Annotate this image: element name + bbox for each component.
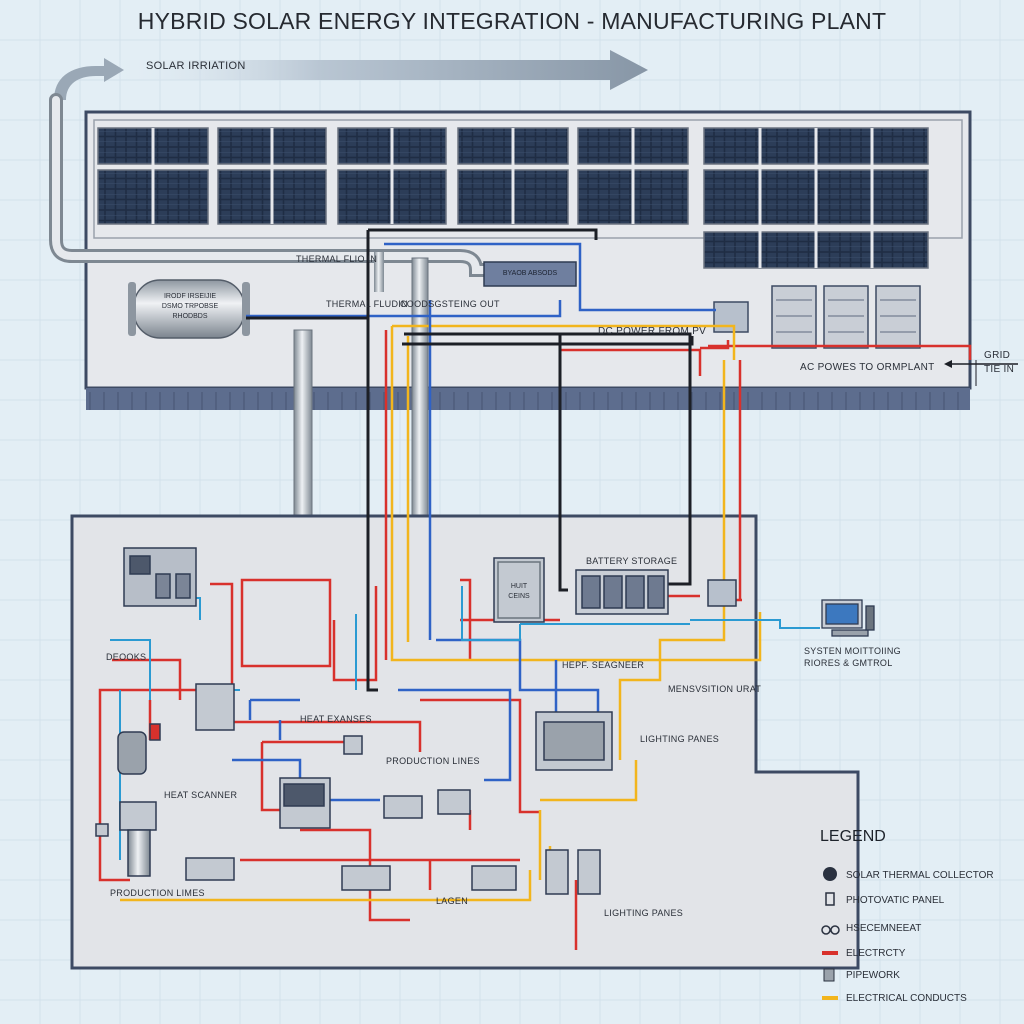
panel-dividers xyxy=(151,128,874,268)
label-production-lines-1: PRODUCTION LINES xyxy=(386,756,480,766)
label-lagen: LAGEN xyxy=(436,896,469,906)
battery-storage xyxy=(575,569,737,615)
plant-floor xyxy=(70,514,860,970)
legend-item: PHOTOVATIC PANEL xyxy=(822,891,944,909)
legend-title: LEGEND xyxy=(820,828,886,845)
label-coolant-out: COODSGSTEING OUT xyxy=(400,299,500,309)
legend-item: PIPEWORK xyxy=(822,966,900,984)
label-grid: GRID xyxy=(984,350,1011,361)
legend-label: SOLAR THERMAL COLLECTOR xyxy=(846,869,994,881)
pipework-icon xyxy=(823,968,835,982)
label-lighting-panes-2: LIGHTING PANES xyxy=(604,908,684,918)
legend-label: HSECEMNEEAT xyxy=(846,922,922,934)
electrical-conduct-line xyxy=(822,996,838,1000)
label-battery-storage: BATTERY STORAGE xyxy=(586,556,678,566)
process-equipment xyxy=(95,683,613,895)
tank-text-3: RHODBDS xyxy=(172,313,208,320)
label-ac-power: AC POWES TO ORMPLANT xyxy=(800,362,935,373)
solar-irradiation-arrow xyxy=(54,50,648,100)
label-system-monitoring-2: RIORES & GMTROL xyxy=(804,658,893,668)
legend-item: SOLAR THERMAL COLLECTOR xyxy=(822,866,994,884)
legend-item: ELECTRICAL CONDUCTS xyxy=(822,989,967,1007)
label-heat-scanner: HEAT SCANNER xyxy=(164,790,238,800)
legend-item: ELECTRCTY xyxy=(822,944,905,962)
label-thermal-fluid: THERMAL FLUDIN xyxy=(326,299,408,309)
heat-box-text-2: CEINS xyxy=(508,593,530,600)
legend-item: HSECEMNEEAT xyxy=(822,919,921,937)
control-cabinet xyxy=(123,547,197,607)
tank-text-2: DSMO TRPOBSE xyxy=(161,303,219,310)
thermal-storage-tank xyxy=(128,279,250,339)
label-system-monitoring-1: SYSTEN MOITTOIING xyxy=(804,646,901,656)
label-production-lines-2: PRODUCTION LIMES xyxy=(110,888,205,898)
label-tie-in: TIE IN xyxy=(984,364,1015,375)
header-box-text: BYAOB ABSODS xyxy=(502,270,558,277)
label-heat-exanses: HEAT EXANSES xyxy=(300,714,372,724)
monitoring-station xyxy=(821,599,875,637)
legend-label: ELECTRCTY xyxy=(846,947,906,959)
page-title: HYBRID SOLAR ENERGY INTEGRATION - MANUFA… xyxy=(137,8,887,34)
heat-box-text-1: HUIT xyxy=(510,583,528,590)
solar-thermal-collector-icon xyxy=(823,867,837,881)
label-solar-irriation: SOLAR IRRIATION xyxy=(146,60,246,72)
label-thermal-flo-in: THERMAL FLIO IN xyxy=(296,254,378,264)
photovoltaic-panel-icon xyxy=(825,892,835,906)
legend-label: PIPEWORK xyxy=(846,969,900,981)
electricity-line xyxy=(822,951,838,955)
label-lighting-panes-1: LIGHTING PANES xyxy=(640,734,720,744)
tank-text-1: IRODF IRSEIJIE xyxy=(163,293,217,300)
grid-tie-in-arrow xyxy=(944,360,1018,386)
roof-pipework xyxy=(49,93,497,277)
header-box xyxy=(483,261,577,287)
legend-label: PHOTOVATIC PANEL xyxy=(846,894,945,906)
label-mensvsition-urat: MENSVSITION URAT xyxy=(668,684,762,694)
label-heat-exchanger-top: HEPF. SEAGNEER xyxy=(562,660,645,670)
heat-exchanger-icon xyxy=(821,925,840,935)
label-dc-power: DC POWER FROM PV xyxy=(598,326,707,337)
inverter-bank xyxy=(713,285,921,349)
legend-label: ELECTRICAL CONDUCTS xyxy=(846,992,967,1004)
label-decoks: DEOOKS xyxy=(106,652,147,662)
heat-exchanger-unit xyxy=(493,557,545,623)
